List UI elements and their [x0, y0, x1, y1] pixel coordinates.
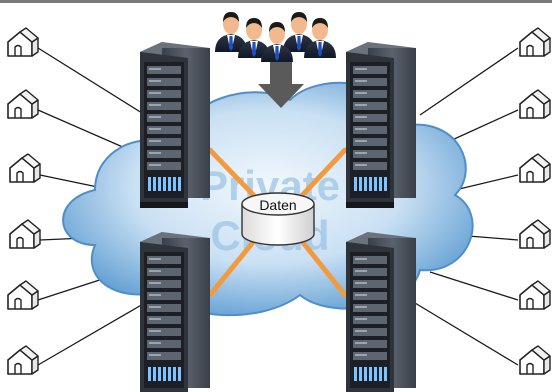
- house-icon: [9, 219, 41, 249]
- left-connection-lines: [37, 47, 151, 366]
- database-icon: Daten: [241, 192, 315, 246]
- house-icon: [519, 219, 551, 249]
- users-group-icon: [215, 12, 336, 62]
- top-border: [0, 0, 552, 3]
- server-bottom-right-icon: [346, 232, 416, 392]
- house-icon: [7, 27, 39, 57]
- house-icon: [9, 153, 41, 183]
- house-icon: [519, 153, 551, 183]
- right-connection-lines: [409, 47, 519, 366]
- arrow-down-icon: [258, 62, 304, 108]
- house-icon: [519, 280, 551, 310]
- house-icon: [7, 280, 39, 310]
- house-icon: [7, 89, 39, 119]
- server-top-left-icon: [140, 42, 210, 208]
- server-bottom-left-icon: [140, 232, 210, 392]
- server-top-right-icon: [346, 42, 416, 208]
- house-icon: [519, 89, 551, 119]
- house-icon: [519, 27, 551, 57]
- house-icon: [7, 345, 39, 375]
- house-icon: [519, 345, 551, 375]
- database-label: Daten: [259, 197, 296, 213]
